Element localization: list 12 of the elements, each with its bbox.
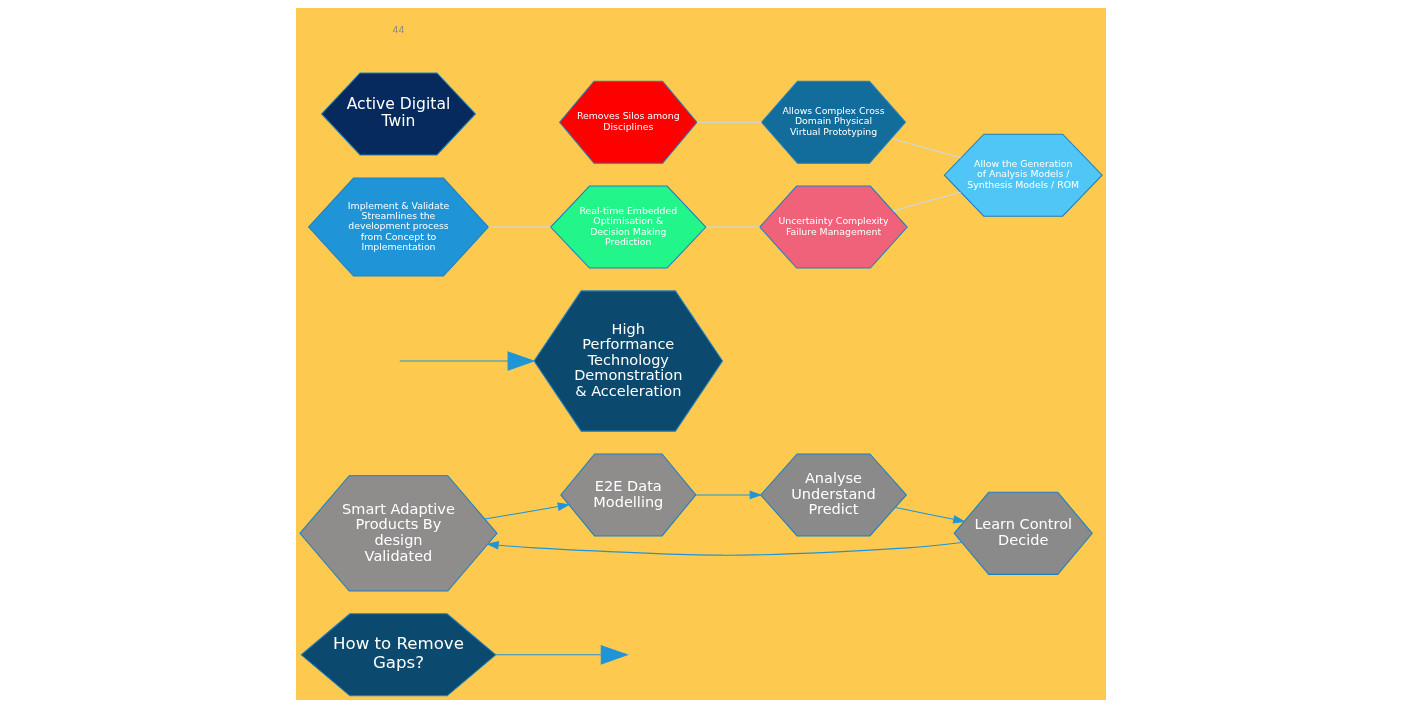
connector (488, 226, 551, 228)
connector (891, 137, 962, 159)
connector (892, 191, 962, 212)
connector (696, 121, 763, 123)
label: 44 (392, 24, 405, 36)
arrow (484, 502, 571, 520)
arrow (894, 506, 966, 524)
arrow (695, 490, 763, 500)
arrow (495, 645, 629, 665)
connector (705, 226, 761, 228)
arrow (399, 351, 536, 371)
arrow (486, 540, 963, 556)
